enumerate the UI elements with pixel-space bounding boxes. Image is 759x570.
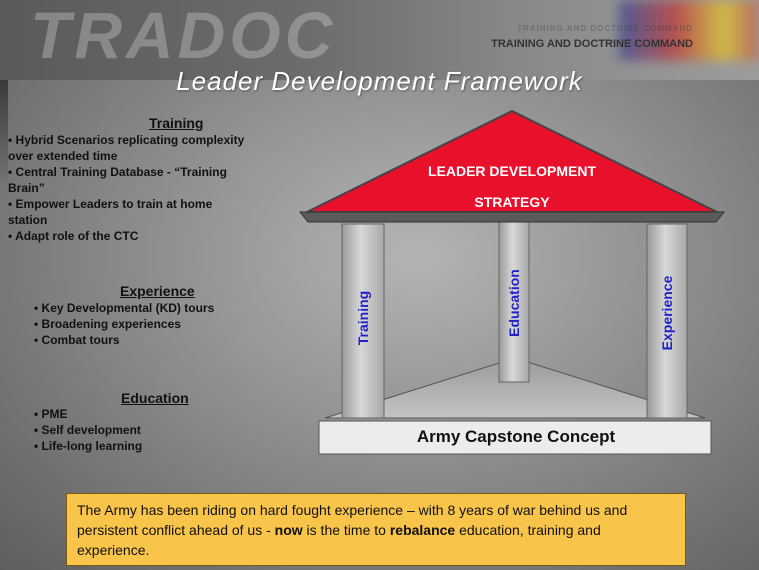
list-item: • Hybrid Scenarios replicating complexit… xyxy=(8,133,245,147)
callout-text-part2: is the time to xyxy=(302,522,390,538)
list-item: Key Developmental (KD) tours xyxy=(34,300,215,316)
list-item: Life-long learning xyxy=(34,438,143,454)
pillar-right xyxy=(646,223,688,419)
experience-heading: Experience xyxy=(120,283,195,299)
list-item: • Empower Leaders to train at home xyxy=(8,197,213,211)
list-item: Broadening experiences xyxy=(34,316,214,332)
list-item: Brain” xyxy=(8,181,45,195)
education-list: PME Self development Life-long learning xyxy=(34,406,143,454)
base-slab xyxy=(318,420,712,455)
command-label: TRAINING AND DOCTRINE COMMAND xyxy=(491,38,693,50)
list-item: over extended time xyxy=(8,149,118,163)
list-item: station xyxy=(8,213,48,227)
education-heading: Education xyxy=(121,390,189,406)
command-ghost-text: TRAINING AND DOCTRINE COMMAND xyxy=(517,24,693,33)
list-item: • Adapt role of the CTC xyxy=(8,229,139,243)
experience-list: Key Developmental (KD) tours Broadening … xyxy=(34,300,215,348)
tradoc-watermark: TRADOC xyxy=(30,0,337,72)
list-item: PME xyxy=(34,406,142,422)
training-heading: Training xyxy=(149,115,204,131)
pillar-label-education: Education xyxy=(506,269,522,337)
list-item: Combat tours xyxy=(34,332,214,348)
callout-bold-now: now xyxy=(274,522,303,538)
callout-text-part1: The Army has been riding on hard fought … xyxy=(77,502,628,538)
pillar-label-training: Training xyxy=(355,290,371,346)
roof-label-line2: STRATEGY xyxy=(474,194,550,210)
roof-eave xyxy=(298,211,726,223)
flag-graphic xyxy=(619,0,759,60)
pillar-center xyxy=(498,221,530,383)
pillar-left xyxy=(341,223,385,419)
list-item: Self development xyxy=(34,422,142,438)
left-photo-strip xyxy=(0,80,8,190)
callout-box: The Army has been riding on hard fought … xyxy=(66,493,686,566)
training-list: • Hybrid Scenarios replicating complexit… xyxy=(8,132,308,244)
base-label: Army Capstone Concept xyxy=(416,427,616,446)
slide-title: Leader Development Framework xyxy=(176,66,583,96)
callout-bold-rebalance: rebalance xyxy=(389,522,456,538)
list-item: • Central Training Database - “Training xyxy=(8,165,227,179)
roof-label-line1: LEADER DEVELOPMENT xyxy=(427,163,596,179)
callout-text-part3: education, training and experience. xyxy=(77,522,601,558)
pillar-label-experience: Experience xyxy=(659,275,675,351)
floor-shape xyxy=(324,357,706,419)
